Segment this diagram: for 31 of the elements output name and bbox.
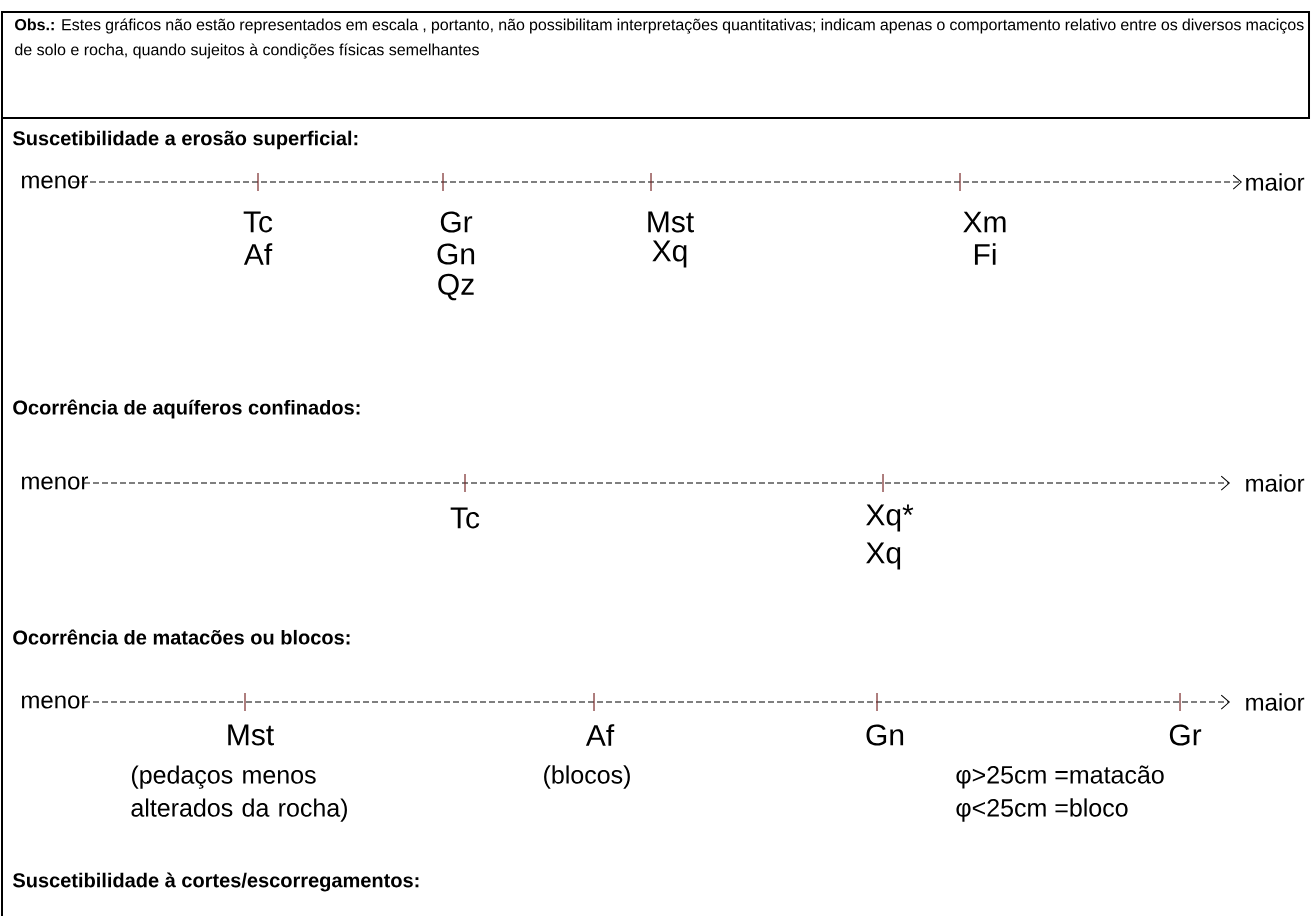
unit-label: Xm: [963, 211, 1006, 233]
note-box: Obs.: Estes gráficos não estão representados em escala , portanto, não possibilitam interpretações quantitativas; indicam apenas o comportamento relativo entre os diversos maciços de solo e rocha, quando sujeitos à condições físicas semelhantes: [1, 11, 1310, 119]
unit-label: Tc: [450, 507, 480, 529]
unit-label: Gn: [866, 724, 904, 746]
unit-label: Xq: [866, 542, 901, 570]
note-text: (blocos): [544, 765, 630, 789]
unit-label: Af: [243, 243, 273, 265]
section-heading: Ocorrência de matacões ou blocos:: [13, 629, 350, 645]
unit-label: Gn: [437, 243, 475, 265]
unit-label: Af: [585, 724, 615, 746]
scale-label: maior: [1246, 173, 1305, 191]
scale-label: menor: [22, 476, 88, 490]
unit-label: Xq*: [866, 504, 914, 532]
unit-label: Gr: [440, 211, 473, 233]
unit-label: Mst: [228, 724, 274, 746]
unit-label: Mst: [648, 211, 694, 233]
scale-label: menor: [22, 695, 88, 709]
note-text: φ>25cm =matacão: [956, 765, 1164, 789]
section-heading: Suscetibilidade à cortes/escorregamentos:: [12, 872, 419, 892]
section-heading: Suscetibilidade a erosão superficial:: [12, 130, 358, 150]
note-text: (pedaços menos alterados da rocha): [131, 765, 347, 822]
note-text: φ<25cm =bloco: [956, 798, 1128, 822]
unit-label: Qz: [438, 273, 474, 301]
unit-label: Tc: [243, 211, 273, 233]
unit-label: Gr: [1169, 724, 1202, 746]
section-heading: Ocorrência de aquíferos confinados:: [13, 399, 360, 419]
unit-label: Fi: [974, 243, 996, 265]
scale-label: maior: [1246, 474, 1305, 492]
unit-label: Xq: [652, 240, 687, 268]
scale-label: maior: [1246, 693, 1305, 711]
scale-label: menor: [22, 175, 88, 189]
